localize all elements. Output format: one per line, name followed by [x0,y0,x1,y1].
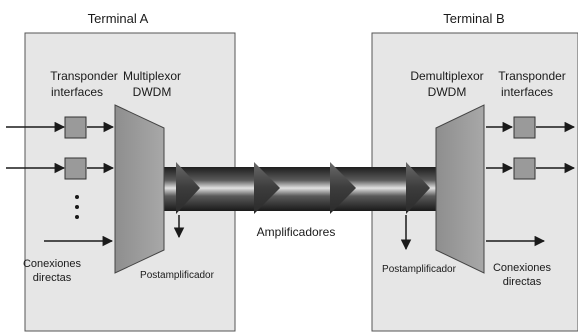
fiber-link [160,167,440,211]
direct-a-label-1: Conexiones [23,258,82,270]
mux-label-2: DWDM [133,85,172,99]
postamp-b-label: Postamplificador [382,264,457,275]
transponder-b-label-2: interfaces [501,85,553,99]
postamp-a-label: Postamplificador [140,270,215,281]
amplifier-triangle [406,162,430,214]
direct-a-label-2: directas [33,272,72,284]
amplifier-triangle [254,162,280,214]
transponder-box [64,157,87,180]
demux-label-1: Demultiplexor [410,69,483,83]
amplifiers-label: Amplificadores [257,225,336,239]
demux-label-2: DWDM [428,85,467,99]
multiplexor-dwdm [114,104,165,274]
transponder-a-label-1: Transponder [50,69,118,83]
demultiplexor-dwdm [435,104,485,274]
transponder-box [513,157,536,180]
ellipsis-dot [75,205,79,209]
amplifier-triangle [330,162,356,214]
transponder-box [513,116,536,139]
direct-b-label-2: directas [503,276,542,288]
terminal-a-title: Terminal A [88,11,149,26]
transponder-box [64,116,87,139]
mux-label-1: Multiplexor [123,69,181,83]
direct-b-label-1: Conexiones [493,262,552,274]
transponder-b-label-1: Transponder [498,69,566,83]
transponder-a-label-2: interfaces [51,85,103,99]
ellipsis-dot [75,195,79,199]
terminal-b-title: Terminal B [443,11,504,26]
ellipsis-dot [75,215,79,219]
amplifier-triangle [176,162,200,214]
